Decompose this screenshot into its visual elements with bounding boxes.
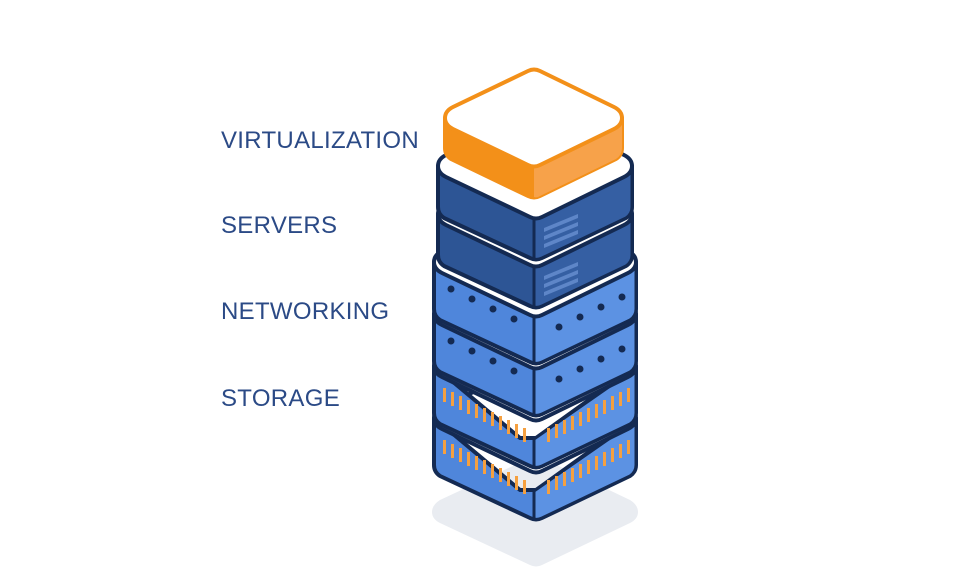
label-servers: SERVERS [221,212,338,239]
label-storage: STORAGE [221,385,341,412]
server-vent-icon [544,214,578,248]
network-ports-icon [447,285,626,331]
virtualization-block [443,67,624,200]
server-vent-icon [544,262,578,296]
network-ports-icon [447,337,626,383]
label-networking: NETWORKING [221,298,390,325]
label-virtualization: VIRTUALIZATION [221,127,420,154]
storage-bars-icon [443,440,630,494]
storage-bars-icon [443,388,630,442]
